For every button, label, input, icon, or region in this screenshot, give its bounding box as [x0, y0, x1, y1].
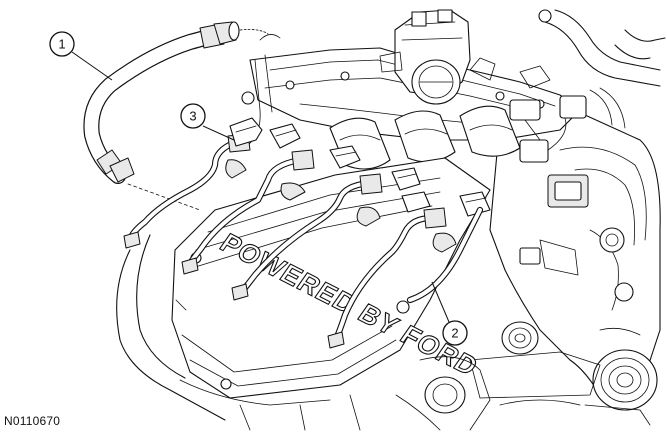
coil-towers: [329, 95, 587, 170]
callout-1-label: 1: [58, 37, 65, 52]
upper-pipes: [538, 9, 666, 129]
engine-block-outline: [469, 108, 661, 426]
callout-2: 2: [431, 281, 468, 346]
callout-2-label: 2: [451, 326, 458, 341]
spark-plug-wires: [123, 117, 491, 349]
callout-3-label: 3: [189, 109, 196, 124]
lower-left-structure: [116, 34, 491, 431]
callout-3: 3: [180, 103, 235, 141]
callout-1: 1: [49, 31, 113, 81]
figure-id-label: N0110670: [4, 414, 61, 428]
radiator-hose: [83, 21, 269, 211]
